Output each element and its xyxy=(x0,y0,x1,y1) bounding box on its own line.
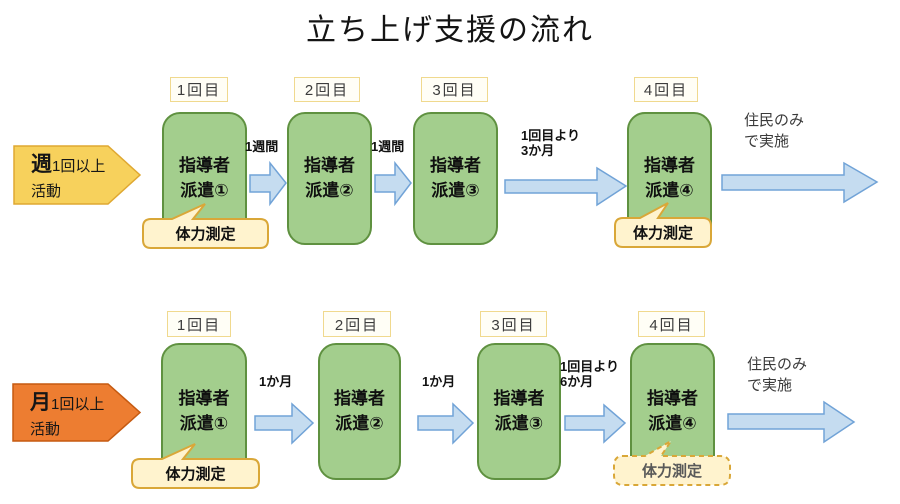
tag-line2: 活動 xyxy=(30,420,61,438)
fitness-test-callout: 体力測定 xyxy=(131,443,260,489)
box-line2: 派遣③ xyxy=(431,180,480,200)
step-label-2: 2回目 xyxy=(323,311,391,337)
box-line2: 派遣① xyxy=(179,413,229,433)
box-line2: 派遣① xyxy=(180,180,229,200)
arrow-right-icon xyxy=(417,402,475,445)
callout-text: 体力測定 xyxy=(165,465,226,483)
monthly-activity-tag: 月1回以上 活動 xyxy=(30,387,104,441)
callout-text: 体力測定 xyxy=(641,462,702,480)
box-line2: 派遣④ xyxy=(645,180,694,200)
box-line1: 指導者 xyxy=(430,155,481,175)
box-line1: 指導者 xyxy=(304,155,355,175)
box-line2: 派遣③ xyxy=(494,413,544,433)
dispatch-box-1: 指導者 派遣① xyxy=(161,343,247,480)
step-label-2: 2回目 xyxy=(294,77,360,102)
dispatch-box-2: 指導者 派遣② xyxy=(287,112,372,245)
residents-only-note: 住民のみ で実施 xyxy=(744,110,804,152)
interval-label-1: 1週間 xyxy=(245,139,279,154)
page-title: 立ち上げ支援の流れ xyxy=(306,14,594,47)
arrow-right-icon xyxy=(249,160,287,207)
arrow-right-icon xyxy=(254,402,315,445)
interval-label-3: 1回目より 3か月 xyxy=(521,128,580,159)
interval-label-3-line1: 1回目より xyxy=(521,128,580,143)
note-line2: で実施 xyxy=(747,377,793,394)
tag-line2: 活動 xyxy=(31,182,62,200)
interval-label-1: 1か月 xyxy=(259,374,293,389)
box-line1: 指導者 xyxy=(334,388,385,408)
tag-big-char: 週 xyxy=(31,153,52,176)
box-line2: 派遣② xyxy=(335,413,384,433)
monthly-tag-arrow-shape xyxy=(12,383,142,442)
interval-label-3-line1: 1回目より xyxy=(560,359,619,374)
note-line2: で実施 xyxy=(744,133,790,150)
step-label-4: 4回目 xyxy=(638,311,705,337)
fitness-test-callout: 体力測定 xyxy=(142,203,269,249)
box-line1: 指導者 xyxy=(179,155,230,175)
weekly-activity-tag: 週1回以上 活動 xyxy=(31,149,105,203)
tag-rest: 1回以上 xyxy=(52,158,106,175)
arrow-right-icon xyxy=(727,400,856,444)
callout-bubble-shape xyxy=(131,443,260,489)
arrow-right-icon xyxy=(374,160,412,207)
callout-text: 体力測定 xyxy=(632,224,693,242)
box-line1: 指導者 xyxy=(644,155,695,175)
box-line1: 指導者 xyxy=(178,388,230,408)
interval-label-3-line2: 6か月 xyxy=(560,373,594,389)
residents-only-note: 住民のみ で実施 xyxy=(747,354,807,396)
interval-label-2: 1週間 xyxy=(371,139,405,154)
fitness-test-callout-dashed: 体力測定 xyxy=(613,440,731,486)
tag-big-char: 月 xyxy=(30,391,51,414)
interval-label-3-line2: 3か月 xyxy=(521,142,555,158)
arrow-right-icon xyxy=(504,166,628,207)
box-line2: 派遣② xyxy=(305,180,354,200)
step-label-4: 4回目 xyxy=(634,77,698,102)
fitness-test-callout: 体力測定 xyxy=(614,202,712,248)
callout-bubble-shape xyxy=(614,202,712,248)
note-line1: 住民のみ xyxy=(744,112,805,129)
box-line1: 指導者 xyxy=(647,388,698,408)
step-label-3: 3回目 xyxy=(480,311,547,337)
callout-bubble-shape xyxy=(142,203,269,249)
tag-line1: 月1回以上 xyxy=(30,387,104,419)
interval-label-2: 1か月 xyxy=(422,374,456,389)
box-line2: 派遣④ xyxy=(648,413,697,433)
dispatch-box-3: 指導者 派遣③ xyxy=(413,112,498,245)
weekly-tag-arrow-shape xyxy=(13,145,142,205)
arrow-right-icon xyxy=(721,161,879,204)
callout-text: 体力測定 xyxy=(175,225,236,243)
step-label-3: 3回目 xyxy=(421,77,488,102)
step-label-1: 1回目 xyxy=(170,77,228,102)
callout-bubble-shape xyxy=(613,440,731,486)
arrow-right-icon xyxy=(564,403,627,444)
interval-label-3: 1回目より 6か月 xyxy=(560,359,619,390)
dispatch-box-2: 指導者 派遣② xyxy=(318,343,401,480)
tag-rest: 1回以上 xyxy=(51,396,105,413)
box-line1: 指導者 xyxy=(493,388,545,408)
note-line1: 住民のみ xyxy=(747,356,808,373)
step-label-1: 1回目 xyxy=(167,311,231,337)
tag-line1: 週1回以上 xyxy=(31,149,105,181)
dispatch-box-3: 指導者 派遣③ xyxy=(477,343,561,480)
